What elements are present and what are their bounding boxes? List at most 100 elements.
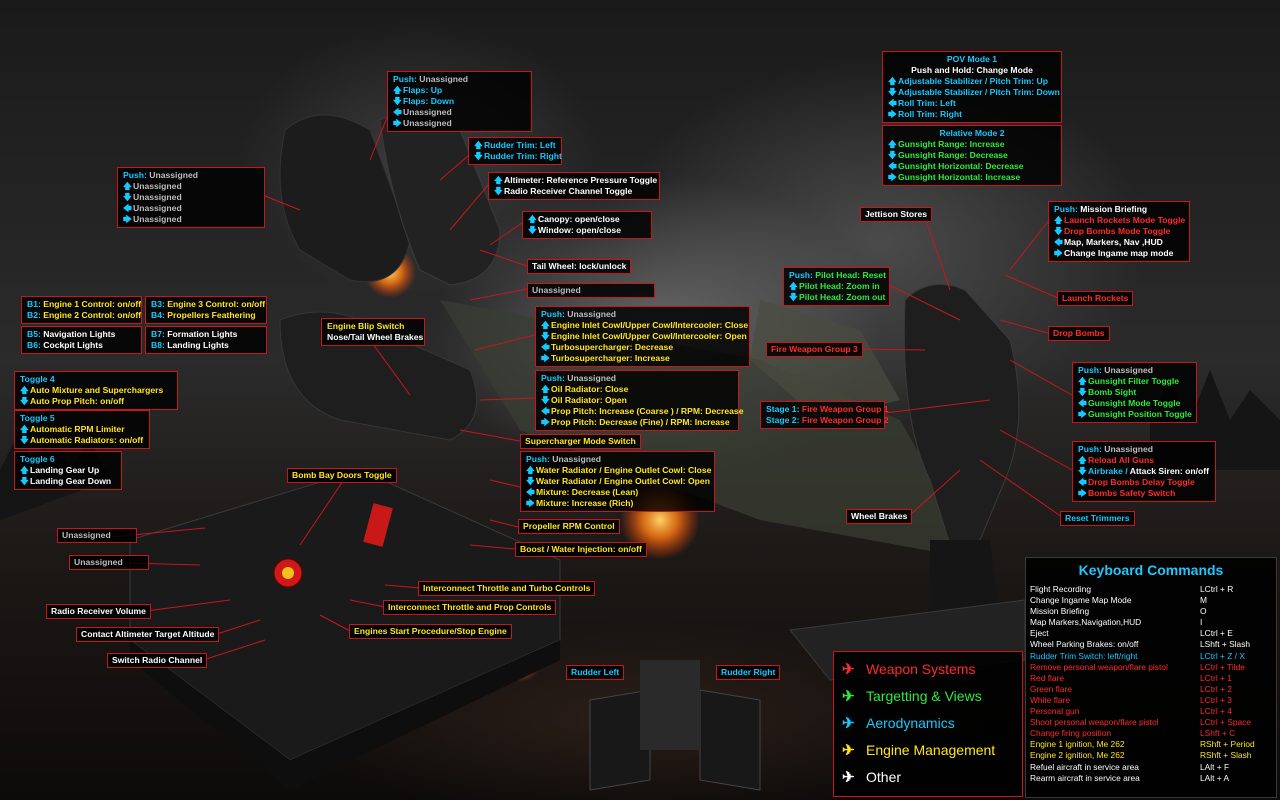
throttle-hat-1-panel: Push: Unassigned 🡅Engine Inlet Cowl/Uppe… (535, 306, 750, 367)
command-key: O (1200, 606, 1207, 617)
command-action: Red flare (1030, 672, 1064, 683)
canopy-panel: 🡅Canopy: open/close 🡇Window: open/close (522, 211, 652, 239)
unassigned-label: Unassigned (69, 555, 149, 570)
bomb-bay-label: Bomb Bay Doors Toggle (287, 468, 397, 483)
toggle-6-panel: Toggle 6 🡅Landing Gear Up 🡇Landing Gear … (14, 451, 122, 490)
fire-group-3-label: Fire Weapon Group 3 (766, 342, 863, 357)
arrow-down-icon: 🡇 (20, 396, 29, 406)
command-action: Wheel Parking Brakes: on/off (1030, 639, 1139, 650)
throttle-handle-left (279, 114, 411, 283)
arrow-right-icon: 🡆 (541, 353, 550, 363)
command-key: LShft + C (1200, 728, 1236, 739)
command-action: Change firing position (1030, 728, 1112, 739)
boost-label: Boost / Water Injection: on/off (515, 542, 647, 557)
toggle-5-panel: Toggle 5 🡅Automatic RPM Limiter 🡇Automat… (14, 410, 150, 449)
pov-mode-panel: POV Mode 1 Push and Hold: Change Mode 🡅A… (882, 51, 1062, 123)
command-key: LCtrl + 3 (1200, 694, 1232, 705)
arrow-down-icon: 🡇 (20, 476, 29, 486)
plane-icon: ✈ (842, 715, 855, 732)
push-label: Push: (123, 170, 147, 180)
throttle-top-hat-panel: Push: Unassigned 🡅Flaps: Up 🡇Flaps: Down… (387, 71, 532, 132)
drop-bombs-label: Drop Bombs (1048, 326, 1110, 341)
leader-lines (111, 109, 1073, 661)
engine-blip-panel: Engine Blip Switch Nose/Tail Wheel Brake… (321, 318, 425, 346)
jettison-label: Jettison Stores (860, 207, 933, 222)
plane-icon: ✈ (842, 742, 855, 759)
arrow-right-icon: 🡆 (526, 498, 535, 508)
arrow-left-icon: 🡄 (526, 487, 535, 497)
throttle-left-hat-panel: Push: Unassigned 🡅Unassigned 🡇Unassigned… (117, 167, 265, 228)
b3-b4-panel: B3: Engine 3 Control: on/off B4: Propell… (145, 296, 267, 324)
command-key: LCtrl + 1 (1200, 672, 1232, 683)
arrow-down-icon: 🡇 (1078, 466, 1087, 476)
throttle-hat-3-panel: Push: Unassigned 🡅Water Radiator / Engin… (520, 451, 715, 512)
command-action: Engine 2 ignition, Me 262 (1030, 750, 1125, 761)
arrow-up-icon: 🡅 (888, 139, 897, 149)
keyboard-command-row: Personal gun LCtrl + 4 (1030, 706, 1272, 717)
joystick-grip (903, 283, 1020, 546)
command-action: Personal gun (1030, 706, 1080, 717)
arrow-down-icon: 🡇 (888, 87, 897, 97)
command-action: Mission Briefing (1030, 606, 1090, 617)
mission-briefing-panel: Push: Mission Briefing 🡅Launch Rockets M… (1048, 201, 1190, 262)
arrow-up-icon: 🡅 (888, 76, 897, 86)
arrow-down-icon: 🡇 (541, 395, 550, 405)
arrow-up-icon: 🡅 (528, 214, 537, 224)
arrow-down-icon: 🡇 (541, 331, 550, 341)
command-key: LCtrl + Z / X (1200, 650, 1245, 661)
keyboard-command-row: Change firing position LShft + C (1030, 728, 1272, 739)
command-action: Map Markers,Navigation,HUD (1030, 617, 1142, 628)
command-key: LCtrl + Space (1200, 717, 1251, 728)
legend-item: ✈Engine Management (842, 737, 1014, 764)
red-toggle-cover (363, 503, 393, 547)
legend-item: ✈Weapon Systems (842, 656, 1014, 683)
radio-volume-label: Radio Receiver Volume (46, 604, 151, 619)
arrow-left-icon: 🡄 (541, 406, 550, 416)
command-key: LCtrl + 4 (1200, 706, 1232, 717)
legend-item: ✈Aerodynamics (842, 710, 1014, 737)
b7-b8-panel: B7: Formation Lights B8: Landing Lights (145, 326, 267, 354)
arrow-left-icon: 🡄 (888, 161, 897, 171)
arrow-right-icon: 🡆 (393, 118, 402, 128)
command-key: LShft + Slash (1200, 639, 1251, 650)
command-key: LAlt + F (1200, 761, 1230, 772)
arrow-up-icon: 🡅 (20, 465, 29, 475)
wheel-brakes-label: Wheel Brakes (846, 509, 913, 524)
b1-b2-panel: B1: Engine 1 Control: on/off B2: Engine … (21, 296, 142, 324)
rudder-right-label: Rudder Right (716, 665, 781, 680)
command-key: I (1200, 617, 1203, 628)
arrow-left-icon: 🡄 (393, 107, 402, 117)
command-action: Remove personal weapon/flare pistol (1030, 661, 1168, 672)
toggle-4-panel: Toggle 4 🡅Auto Mixture and Superchargers… (14, 371, 178, 410)
throttle-base (129, 469, 561, 761)
contact-altimeter-label: Contact Altimeter Target Altitude (76, 627, 220, 642)
arrow-down-icon: 🡇 (528, 225, 537, 235)
arrow-down-icon: 🡇 (1078, 387, 1087, 397)
command-key: M (1200, 595, 1207, 606)
gunsight-panel: Push: Unassigned 🡅Gunsight Filter Toggle… (1072, 362, 1197, 423)
arrow-up-icon: 🡅 (541, 320, 550, 330)
command-action: Engine 1 ignition, Me 262 (1030, 739, 1125, 750)
arrow-left-icon: 🡄 (1078, 477, 1087, 487)
keyboard-command-row: Mission Briefing O (1030, 606, 1272, 617)
arrow-up-icon: 🡅 (20, 424, 29, 434)
reload-guns-panel: Push: Unassigned 🡅Reload All Guns 🡇Airbr… (1072, 441, 1216, 502)
unassigned-label: Unassigned (527, 283, 655, 298)
arrow-right-icon: 🡆 (888, 172, 897, 182)
interconnect-prop-label: Interconnect Throttle and Prop Controls (383, 600, 557, 615)
command-action: White flare (1030, 694, 1071, 705)
rudder-trim-panel: 🡅Rudder Trim: Left 🡇Rudder Trim: Right (468, 137, 562, 165)
arrow-left-icon: 🡄 (888, 98, 897, 108)
command-key: LAlt + A (1200, 772, 1230, 783)
plane-icon: ✈ (842, 769, 855, 786)
keyboard-command-row: Red flare LCtrl + 1 (1030, 673, 1272, 684)
arrow-right-icon: 🡆 (1078, 488, 1087, 498)
